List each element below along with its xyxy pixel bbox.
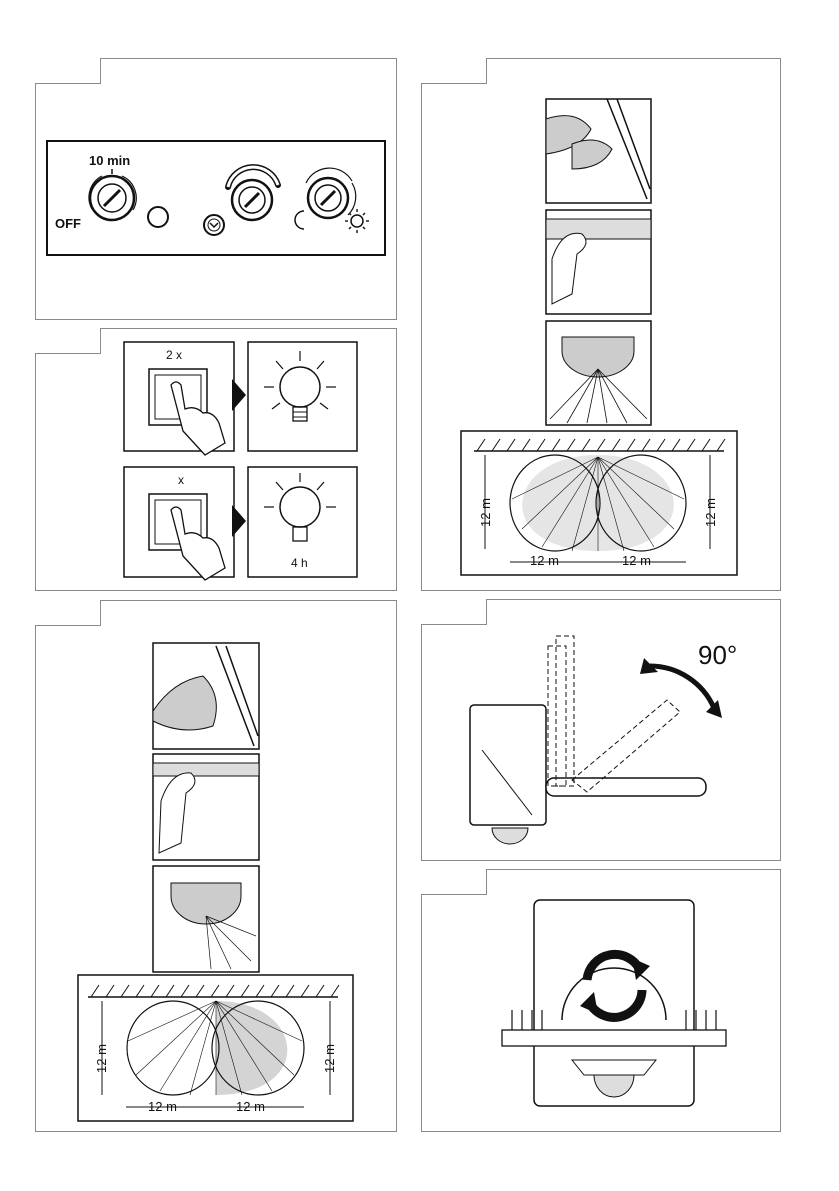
clock-icon <box>204 215 224 235</box>
label-10min: 10 min <box>89 153 130 168</box>
scissors-icon <box>216 646 258 746</box>
label-angle: 90° <box>698 640 737 670</box>
label-range-height-right: 12 m <box>703 498 718 527</box>
rotate-arrow-icon <box>650 666 714 708</box>
label-range-height-left: 12 m <box>478 498 493 527</box>
label-range-right: 12 m <box>236 1099 265 1114</box>
panel-switch-press: 2 x x <box>35 328 397 591</box>
hand-icon <box>171 382 225 455</box>
label-2x: 2 x <box>166 348 182 362</box>
label-off: OFF <box>55 216 81 231</box>
label-range-right: 12 m <box>622 553 651 568</box>
bulb-on-icon <box>264 473 336 541</box>
label-range-left: 12 m <box>148 1099 177 1114</box>
finger-icon <box>552 233 586 304</box>
brightness-dial <box>306 168 356 218</box>
arrow-icon <box>232 379 246 411</box>
bulb-on-icon <box>264 351 336 421</box>
tilt-illustration: 90° <box>422 600 782 862</box>
panel-tilt-angle: 90° <box>421 599 781 861</box>
sensor-housing <box>470 705 546 825</box>
label-range-left: 12 m <box>530 553 559 568</box>
label-x: x <box>178 473 184 487</box>
heatsink-fins <box>502 1030 726 1046</box>
label-range-height-left: 12 m <box>94 1044 109 1073</box>
sensitivity-dial <box>228 167 278 220</box>
lens-cover-illustration-2: 12 m 12 m 12 m 12 m <box>36 601 398 1133</box>
lens-cover-illustration: 12 m 12 m 12 m 12 m <box>422 59 782 592</box>
switch-illustration: 2 x x <box>36 329 398 592</box>
coverage-zone-left <box>127 1001 219 1095</box>
panel-lens-cover-full: 12 m 12 m 12 m 12 m <box>35 600 397 1132</box>
label-duration: 4 h <box>291 556 308 570</box>
panel-rotation <box>421 869 781 1132</box>
rotation-illustration <box>422 870 782 1133</box>
scissors-icon <box>607 99 650 199</box>
hand-icon <box>171 507 225 580</box>
moon-icon <box>148 207 168 227</box>
panel-settings-dials: 10 min OFF <box>35 58 397 320</box>
label-range-height-right: 12 m <box>322 1044 337 1073</box>
moon-crescent-icon <box>295 211 304 229</box>
finger-icon <box>159 773 195 853</box>
time-dial <box>89 169 136 220</box>
dials-illustration: 10 min OFF <box>36 59 398 321</box>
panel-lens-cover-half: 12 m 12 m 12 m 12 m <box>421 58 781 591</box>
sun-icon <box>345 209 369 233</box>
arrow-icon <box>232 505 246 537</box>
lamp-head <box>546 778 706 796</box>
